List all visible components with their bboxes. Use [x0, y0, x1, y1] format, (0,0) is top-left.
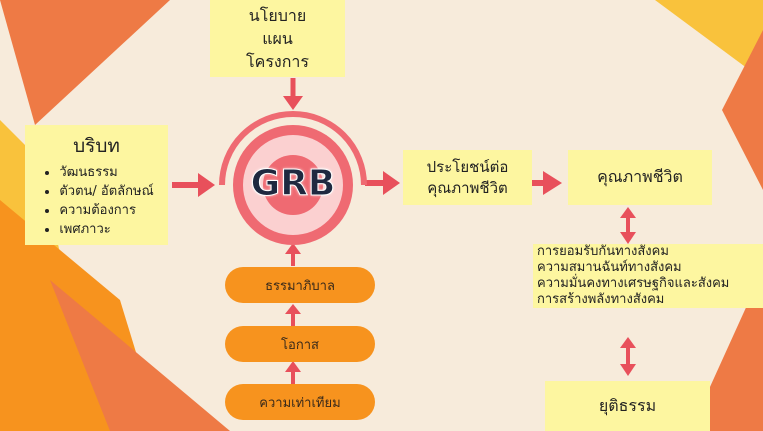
quality-box: คุณภาพชีวิต: [568, 150, 712, 205]
grb-target-icon: [219, 111, 367, 245]
context-box: บริบท วัฒนธรรม ตัวตน/ อัตลักษณ์ ความต้อง…: [25, 125, 168, 245]
benefit-box: ประโยชน์ต่อ คุณภาพชีวิต: [403, 150, 532, 205]
quality-label: คุณภาพชีวิต: [597, 167, 683, 186]
justice-box: ยุติธรรม: [545, 381, 710, 431]
list-item: เพศภาวะ: [59, 220, 153, 239]
context-title: บริบท: [73, 135, 120, 157]
plan-line: แผน: [262, 29, 293, 48]
grb-label: GRB: [250, 163, 336, 205]
social-item: ความมั่นคงทางเศรษฐกิจและสังคม: [537, 276, 730, 291]
social-box: การยอมรับกันทางสังคม ความสมานฉันท์ทางสัง…: [533, 244, 763, 308]
social-item: ความสมานฉันท์ทางสังคม: [537, 260, 682, 275]
arrows: [172, 78, 636, 384]
list-item: ตัวตน/ อัตลักษณ์: [59, 182, 153, 201]
social-item: การสร้างพลังทางสังคม: [537, 292, 665, 307]
policy-line: นโยบาย: [248, 6, 307, 25]
principle-governance: ธรรมาภิบาล: [225, 267, 375, 303]
list-item: ความต้องการ: [59, 201, 153, 220]
project-line: โครงการ: [246, 52, 309, 71]
justice-label: ยุติธรรม: [598, 395, 657, 415]
context-list: วัฒนธรรม ตัวตน/ อัตลักษณ์ ความต้องการ เพ…: [39, 163, 153, 239]
social-item: การยอมรับกันทางสังคม: [537, 244, 669, 259]
list-item: วัฒนธรรม: [59, 163, 153, 182]
principle-equality: ความเท่าเทียม: [225, 384, 375, 420]
policy-box: นโยบาย แผน โครงการ: [210, 0, 345, 77]
principle-opportunity: โอกาส: [225, 326, 375, 362]
benefit-line: ประโยชน์ต่อ: [426, 157, 509, 176]
benefit-line: คุณภาพชีวิต: [427, 178, 508, 197]
